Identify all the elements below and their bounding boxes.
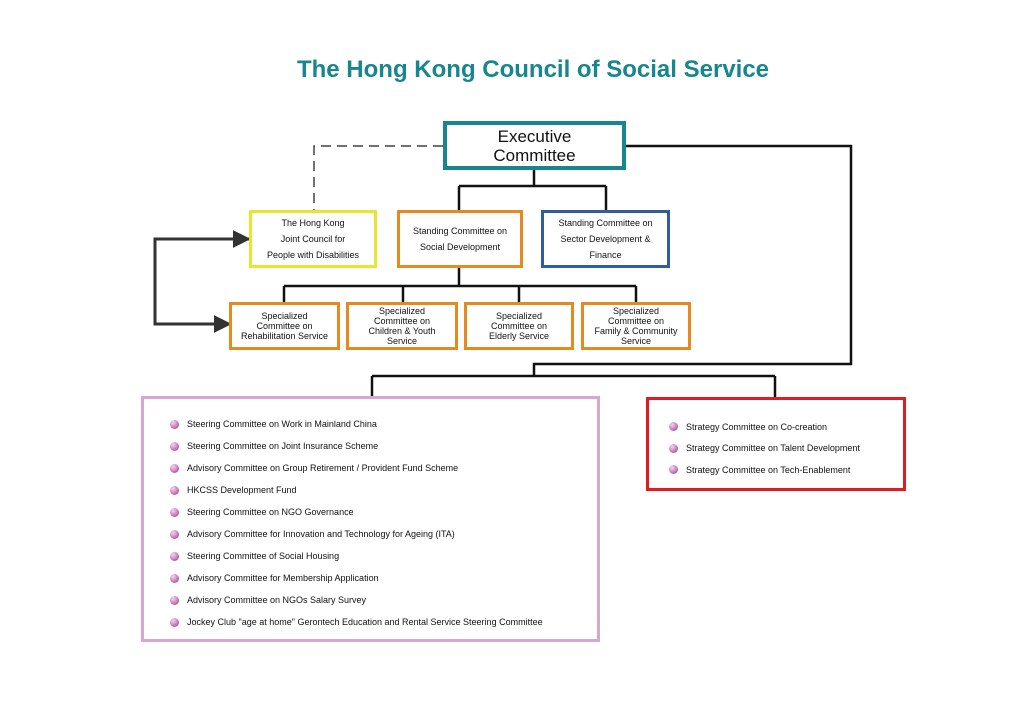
strategy-label: Strategy Committee on Tech-Enablement — [686, 464, 851, 475]
executive-committee-box: Executive Committee — [443, 121, 626, 170]
committee-label: Advisory Committee for Innovation and Te… — [187, 529, 455, 539]
list-item: Advisory Committee for Innovation and Te… — [170, 523, 597, 545]
social-development-box: Standing Committee on Social Development — [397, 210, 523, 268]
list-item: Steering Committee on NGO Governance — [170, 501, 597, 523]
list-item: Jockey Club "age at home" Gerontech Educ… — [170, 611, 597, 633]
specialized-rehabilitation-line-3: Rehabilitation Service — [240, 331, 329, 341]
bullet-icon — [170, 419, 179, 429]
sector-development-line-2: Sector Development & — [560, 234, 651, 244]
specialized-children-youth-line-4: Service — [386, 336, 417, 346]
committee-label: Advisory Committee on Group Retirement /… — [187, 463, 459, 473]
list-item: Strategy Committee on Co-creation — [669, 416, 903, 438]
committee-label: Advisory Committee for Membership Applic… — [187, 573, 379, 583]
specialized-elderly-box: Specialized Committee on Elderly Service — [464, 302, 574, 350]
joint-council-box: The Hong Kong Joint Council for People w… — [249, 210, 377, 268]
committees-list-box: Steering Committee on Work in Mainland C… — [141, 396, 600, 642]
bullet-icon — [170, 617, 179, 627]
specialized-rehabilitation-line-1: Specialized — [261, 311, 308, 321]
bullet-icon — [669, 465, 678, 475]
specialized-family-community-box: Specialized Committee on Family & Commun… — [581, 302, 691, 350]
specialized-family-community-line-2: Committee on — [607, 316, 664, 326]
committee-label: Advisory Committee on NGOs Salary Survey — [187, 595, 367, 605]
committee-label: Steering Committee on Work in Mainland C… — [187, 419, 377, 429]
bullet-icon — [170, 573, 179, 583]
list-item: Advisory Committee on NGOs Salary Survey — [170, 589, 597, 611]
list-item: Strategy Committee on Talent Development — [669, 438, 903, 460]
strategy-label: Strategy Committee on Talent Development — [686, 443, 860, 454]
list-item: Steering Committee on Work in Mainland C… — [170, 413, 597, 435]
list-item: Advisory Committee on Group Retirement /… — [170, 457, 597, 479]
specialized-rehabilitation-line-2: Committee on — [256, 321, 313, 331]
sector-development-line-3: Finance — [589, 250, 622, 260]
bullet-icon — [170, 595, 179, 605]
specialized-children-youth-line-1: Specialized — [378, 306, 426, 316]
bullet-icon — [170, 463, 179, 473]
bullet-icon — [669, 443, 678, 453]
sector-development-line-1: Standing Committee on — [558, 218, 653, 228]
specialized-elderly-line-2: Committee on — [490, 321, 548, 331]
joint-council-line-1: The Hong Kong — [281, 218, 345, 228]
executive-line-2: Committee — [493, 145, 576, 165]
committee-label: HKCSS Development Fund — [187, 485, 297, 495]
bullet-icon — [669, 422, 678, 432]
bullet-icon — [170, 441, 179, 451]
specialized-family-community-line-3: Family & Community — [594, 326, 678, 336]
specialized-family-community-line-1: Specialized — [612, 306, 659, 316]
bullet-icon — [170, 551, 179, 561]
social-development-line-2: Social Development — [419, 242, 501, 252]
page-title: The Hong Kong Council of Social Service — [296, 56, 770, 83]
specialized-children-youth-line-3: Children & Youth — [368, 326, 436, 336]
committee-label: Steering Committee on Joint Insurance Sc… — [187, 441, 379, 451]
joint-council-line-3: People with Disabilities — [266, 250, 360, 260]
specialized-children-youth-line-2: Committee on — [373, 316, 431, 326]
sector-development-box: Standing Committee on Sector Development… — [541, 210, 670, 268]
social-development-line-1: Standing Committee on — [412, 226, 508, 236]
strategy-list-box: Strategy Committee on Co-creation Strate… — [646, 397, 906, 491]
list-item: Steering Committee on Joint Insurance Sc… — [170, 435, 597, 457]
executive-line-1: Executive — [497, 126, 572, 146]
bullet-icon — [170, 507, 179, 517]
list-item: Steering Committee of Social Housing — [170, 545, 597, 567]
specialized-family-community-line-4: Service — [620, 336, 651, 346]
list-item: HKCSS Development Fund — [170, 479, 597, 501]
committee-label: Steering Committee on NGO Governance — [187, 507, 354, 517]
specialized-children-youth-box: Specialized Committee on Children & Yout… — [346, 302, 458, 350]
list-item: Advisory Committee for Membership Applic… — [170, 567, 597, 589]
joint-council-line-2: Joint Council for — [280, 234, 346, 244]
committee-label: Jockey Club "age at home" Gerontech Educ… — [187, 617, 543, 627]
specialized-rehabilitation-box: Specialized Committee on Rehabilitation … — [229, 302, 340, 350]
specialized-elderly-line-3: Elderly Service — [488, 331, 550, 341]
strategy-label: Strategy Committee on Co-creation — [686, 421, 828, 432]
committee-label: Steering Committee of Social Housing — [187, 551, 340, 561]
specialized-elderly-line-1: Specialized — [495, 311, 543, 321]
bullet-icon — [170, 485, 179, 495]
list-item: Strategy Committee on Tech-Enablement — [669, 459, 903, 481]
bullet-icon — [170, 529, 179, 539]
